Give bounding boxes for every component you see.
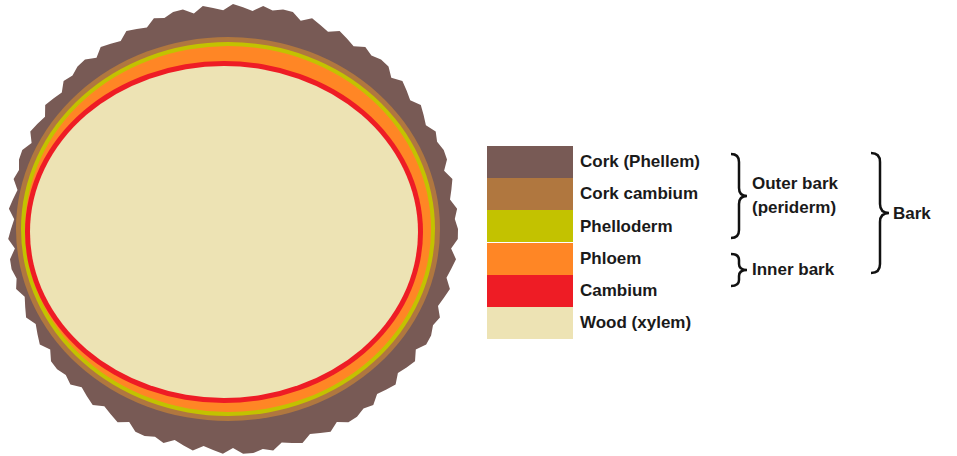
legend-label: Phloem [580, 248, 641, 270]
cambium-ring [25, 61, 423, 403]
phloem-ring [25, 46, 431, 412]
legend-label: Cork cambium [580, 183, 698, 205]
wood-core [30, 66, 418, 398]
outer-bark-brace [731, 154, 747, 238]
legend-swatch [487, 307, 573, 339]
legend-label: Phelloderm [580, 216, 673, 238]
bracket-label: Outer bark (periderm) [752, 172, 852, 220]
legend-swatch [487, 275, 573, 307]
bracket-label: Bark [893, 203, 931, 225]
legend-swatch [487, 210, 573, 242]
bark-brace [871, 153, 889, 273]
legend-label: Cork (Phellem) [580, 151, 700, 173]
cork-layer [8, 4, 458, 454]
bracket-label: Inner bark [752, 259, 834, 281]
legend-label: Wood (xylem) [580, 312, 691, 334]
inner-bark-brace [731, 254, 747, 286]
legend-label: Cambium [580, 280, 657, 302]
legend-swatch [487, 178, 573, 210]
cork-cambium-ring [16, 37, 440, 421]
phelloderm-ring [21, 42, 435, 416]
legend-swatch [487, 146, 573, 178]
legend-swatch [487, 243, 573, 275]
